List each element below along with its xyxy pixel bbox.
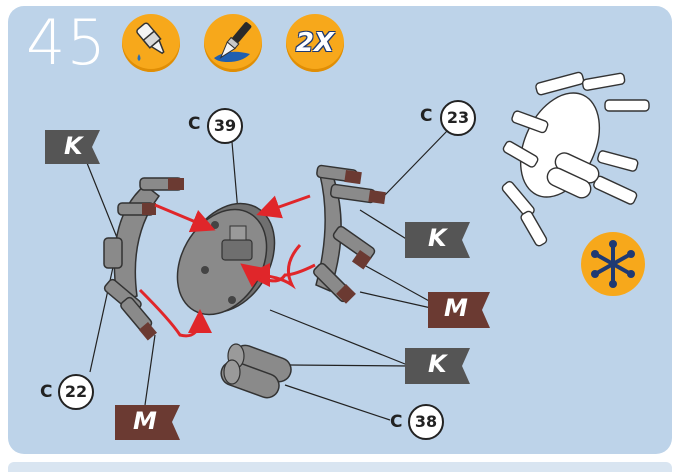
part-number-22: 22 — [58, 374, 94, 410]
paint-brush-icon — [204, 14, 262, 72]
step-number: 45 — [26, 6, 107, 79]
part-prefix: C — [40, 382, 53, 402]
flag-m-bottom-left — [115, 405, 180, 440]
quantity-badge: 2X — [286, 14, 344, 72]
flag-m-right — [428, 292, 490, 328]
flag-k-label: K — [428, 350, 447, 378]
asterisk-icon — [581, 232, 645, 296]
quantity-text: 2X — [295, 28, 335, 58]
part-prefix: C — [188, 114, 201, 134]
part-number-23: 23 — [440, 100, 476, 136]
glue-bottle-icon — [122, 14, 180, 72]
leader-lines — [84, 129, 449, 421]
flag-k-right — [405, 222, 470, 258]
flag-k-label: K — [64, 132, 83, 160]
cylinder-part — [220, 343, 292, 399]
flag-k-top-left — [45, 130, 100, 164]
next-panel-edge — [8, 462, 672, 472]
part-number-39: 39 — [207, 108, 243, 144]
part-prefix: C — [420, 106, 433, 126]
part-prefix: C — [390, 412, 403, 432]
part-number-38: 38 — [408, 404, 444, 440]
claw-part-right — [313, 164, 386, 304]
flag-k-bottom — [405, 348, 470, 384]
assembled-preview — [501, 71, 650, 247]
flag-m-label: M — [133, 407, 157, 435]
assembly-arrows — [138, 194, 316, 338]
flag-m-label: M — [444, 294, 468, 322]
flag-k-label: K — [428, 224, 447, 252]
claw-part-left — [103, 177, 184, 341]
